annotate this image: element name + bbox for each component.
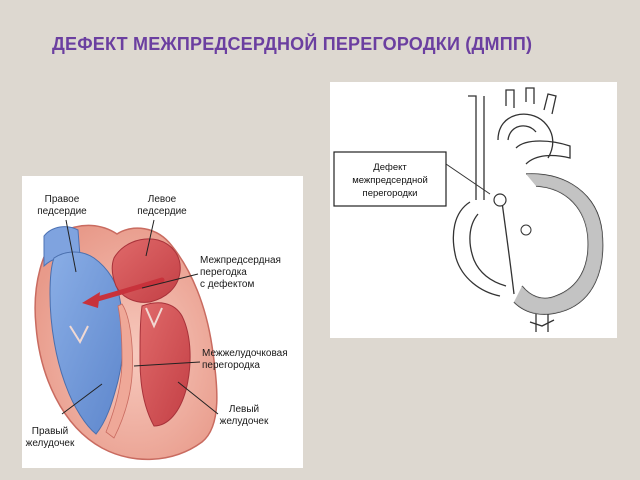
schematic-myocardium bbox=[514, 173, 603, 315]
label-atrial-septum-1: Межпредсердная bbox=[200, 255, 281, 266]
label-ventricular-septum-1: Межжелудочковая bbox=[202, 348, 288, 359]
label-right-atrium-1: Правое bbox=[45, 194, 80, 205]
label-left-atrium-2: педсердие bbox=[137, 206, 187, 217]
heart-schematic: Дефект межпредсердной перегородки bbox=[333, 87, 604, 332]
leader-lines bbox=[61, 219, 219, 415]
defect-marker bbox=[493, 193, 507, 207]
slide-title: ДЕФЕКТ МЕЖПРЕДСЕРДНОЙ ПЕРЕГОРОДКИ (ДМПП) bbox=[52, 34, 533, 54]
shunt-arrowhead bbox=[82, 292, 100, 308]
ventricular-septum bbox=[105, 303, 133, 439]
left-atrium bbox=[111, 238, 181, 303]
tricuspid-valve bbox=[69, 325, 89, 345]
label-right-atrium-2: педсердие bbox=[37, 206, 87, 217]
mitral-valve bbox=[145, 307, 163, 329]
schematic-label-box bbox=[333, 151, 447, 207]
valve-marker bbox=[520, 224, 532, 236]
schematic-label-1: Дефект bbox=[373, 162, 407, 173]
heart-schematic-panel: Дефект межпредсердной перегородки bbox=[330, 82, 617, 338]
schematic-label-2: межпредсердной bbox=[352, 175, 428, 186]
shunt-arrow bbox=[91, 277, 165, 303]
label-atrial-septum-3: с дефектом bbox=[200, 278, 254, 290]
schematic-label-3: перегородки bbox=[363, 188, 418, 199]
label-ventricular-septum-2: перегородка bbox=[202, 360, 260, 371]
heart-illustration: Правое педсердие Левое педсердие Межпред… bbox=[26, 194, 288, 461]
heart-illustration-panel: Правое педсердие Левое педсердие Межпред… bbox=[22, 176, 303, 468]
label-left-ventricle-1: Левый bbox=[229, 404, 259, 415]
label-left-ventricle-2: желудочек bbox=[220, 416, 269, 427]
label-right-ventricle-1: Правый bbox=[32, 426, 68, 437]
label-left-atrium-1: Левое bbox=[148, 194, 177, 205]
label-right-ventricle-2: желудочек bbox=[26, 438, 75, 449]
label-atrial-septum-2: перегодка bbox=[200, 267, 247, 278]
schematic-pointer bbox=[445, 163, 491, 195]
